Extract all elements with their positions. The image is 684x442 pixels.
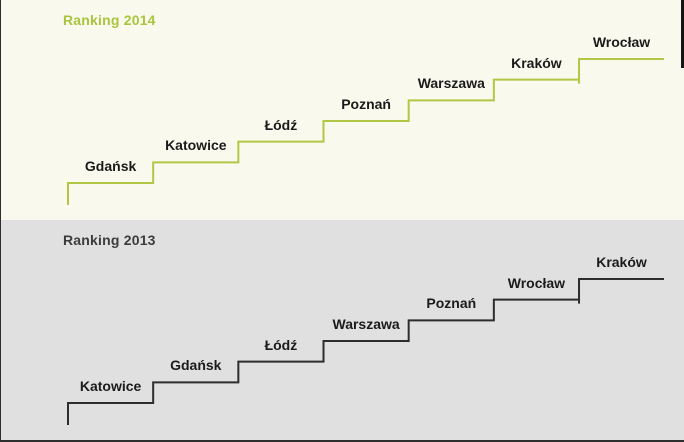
city-label: Wrocław xyxy=(592,34,651,50)
staircase-line xyxy=(67,57,664,205)
ranking-2013-title: Ranking 2013 xyxy=(63,232,156,248)
ranking-2013-chart: Katowice Gdańsk Łódź Warszawa Poznań Wrocław K… xyxy=(1,220,684,440)
city-label: Wrocław xyxy=(507,274,566,291)
ranking-2014-chart: Gdańsk Katowice Łódź Poznań Warszawa Kraków Wr… xyxy=(1,0,684,220)
city-label: Poznań xyxy=(426,295,477,312)
city-label: Kraków xyxy=(596,254,647,270)
city-label: Gdańsk xyxy=(84,158,137,174)
city-label: Poznań xyxy=(341,96,391,112)
city-label: Katowice xyxy=(165,137,227,154)
city-label: Łódź xyxy=(264,116,298,133)
staircase-line xyxy=(67,277,664,425)
ranking-2014-title: Ranking 2014 xyxy=(63,12,156,28)
city-label: Warszawa xyxy=(332,316,400,332)
city-label: Kraków xyxy=(511,54,562,71)
city-label: Warszawa xyxy=(417,75,485,92)
city-label: Gdańsk xyxy=(170,357,222,374)
city-label: Katowice xyxy=(79,378,142,394)
ranking-2014-panel: Ranking 2014 Gdańsk Katowice Łódź Poznań War… xyxy=(1,0,684,220)
scan-edge-artifact xyxy=(681,0,684,68)
ranking-2013-panel: Ranking 2013 Katowice Gdańsk Łódź Warszawa P… xyxy=(1,220,684,440)
city-label: Łódź xyxy=(264,336,298,353)
